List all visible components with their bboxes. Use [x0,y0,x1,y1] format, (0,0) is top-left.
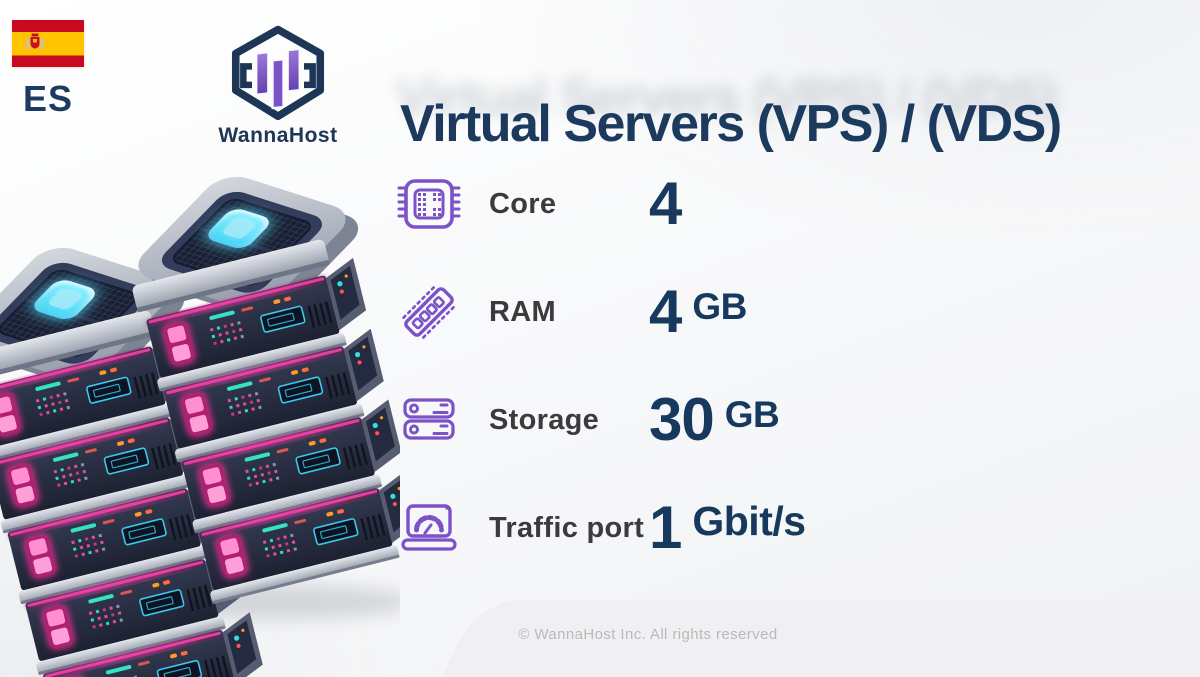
spain-flag [12,20,84,67]
spec-value: 4 [649,172,692,236]
spec-label: Core [489,187,557,220]
traffic-speedometer-icon [401,504,457,551]
spec-unit: GB [692,286,747,327]
spec-label: Traffic port [489,511,645,544]
spec-value: 30 GB [649,386,780,453]
page-title: Virtual Servers (VPS) / (VDS) [400,94,1062,153]
spec-unit: Gbit/s [692,498,806,544]
spec-list: Core 4 RAM 4 GB [397,172,806,604]
spec-number: 1 [649,494,682,561]
spec-number: 4 [649,170,682,237]
spec-unit: GB [724,394,780,435]
spec-number: 4 [649,278,682,345]
ram-module-icon [402,285,456,339]
page-title-shadow: Virtual Servers (VPS) / (VDS) [396,68,1058,127]
spec-number: 30 [649,386,715,453]
cpu-chip-icon [397,179,461,229]
server-stack-illustration [0,160,400,677]
wannahost-logo [226,24,330,129]
spain-coat-of-arms [26,33,44,50]
spec-label: RAM [489,295,556,328]
spec-row-ram: RAM 4 GB [397,280,806,344]
spec-row-core: Core 4 [397,172,806,236]
title-block: Virtual Servers (VPS) / (VDS) Virtual Se… [396,62,1180,151]
spec-label: Storage [489,403,600,436]
brand-name: WannaHost [218,124,338,147]
copyright-text: © WannaHost Inc. All rights reserved [518,626,778,643]
storage-drives-icon [403,398,455,440]
spec-row-traffic: Traffic port 1 Gbit/s [397,496,806,560]
spec-value: 1 Gbit/s [649,496,806,560]
wannahost-hexagon-icon [231,25,325,121]
spec-row-storage: Storage 30 GB [397,388,806,452]
spec-value: 4 GB [649,280,747,344]
locale-code: ES [22,78,74,119]
